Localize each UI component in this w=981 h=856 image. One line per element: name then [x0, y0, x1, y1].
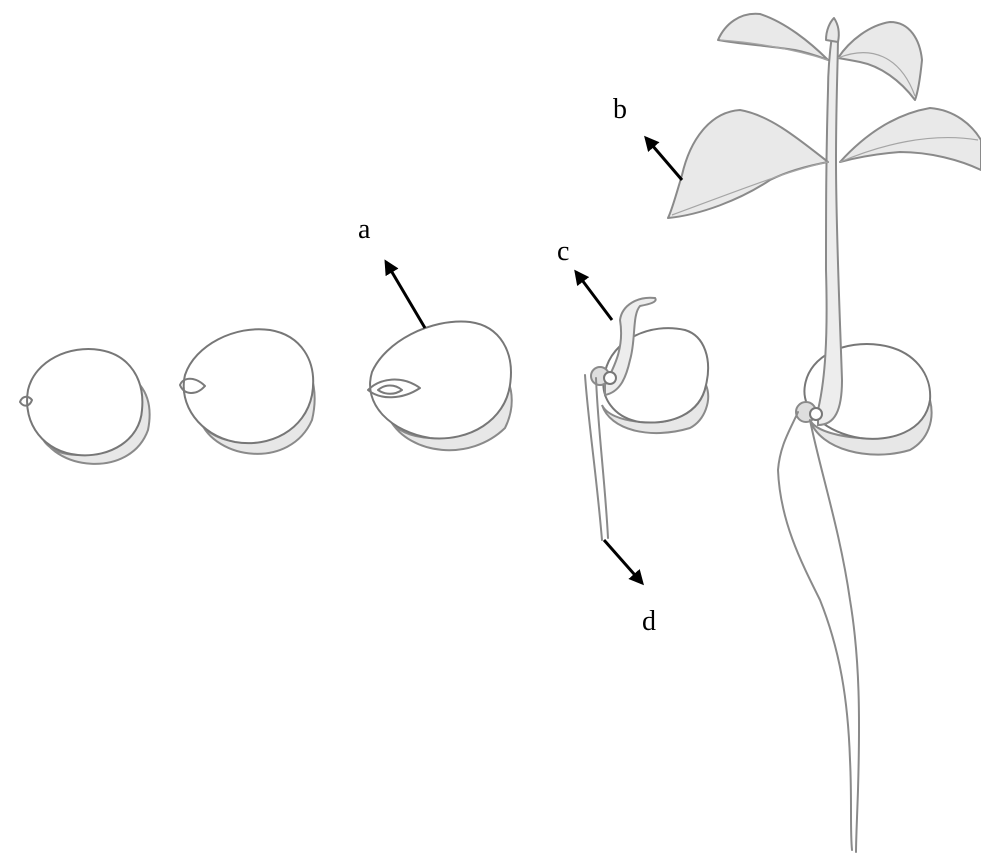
primary-root [585, 375, 608, 540]
label-d: d [642, 606, 656, 637]
lower-right-leaf [840, 108, 981, 170]
arrow-d [604, 540, 642, 583]
arrow-a [386, 262, 425, 328]
seedling-stage-5 [668, 14, 981, 852]
arrow-b [646, 138, 682, 180]
label-b: b [613, 94, 627, 125]
upper-right-leaf [838, 22, 922, 100]
seed-stage-3 [368, 322, 512, 451]
seed-stage-2 [180, 329, 315, 454]
arrow-c [576, 272, 612, 320]
lower-left-leaf [668, 110, 828, 218]
apical-bud [826, 18, 839, 42]
seed-stage-1 [20, 349, 150, 464]
upper-left-leaf [718, 14, 828, 60]
label-a: a [358, 214, 371, 245]
label-c: c [557, 236, 569, 267]
tap-root [778, 412, 859, 852]
seedling-stage-4 [585, 298, 708, 540]
